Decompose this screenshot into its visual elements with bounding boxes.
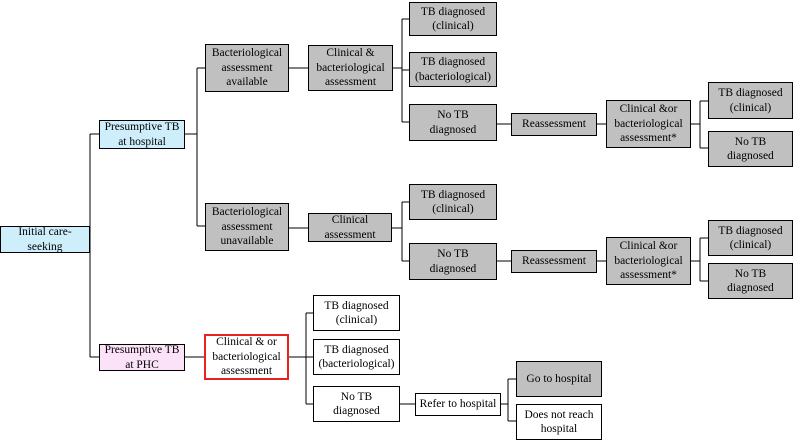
initial-care-seeking-box: Initial care- seeking — [0, 226, 90, 253]
reassessed-tb-diagnosed-clinical-box: TB diagnosed (clinical) — [708, 82, 793, 119]
phc-no-tb-diagnosed-box: No TB diagnosed — [313, 386, 400, 422]
phc-clinical-bacteriological-assessment-box: Clinical & or bacteriological assessment — [204, 334, 289, 380]
hospital-reassessment-box: Reassessment — [511, 113, 597, 136]
bacteriological-unavailable-box: Bacteriological assessment unavailable — [205, 203, 289, 251]
hospital-clinical-or-bacteriological-box: Clinical &or bacteriological assessment* — [606, 100, 691, 148]
presumptive-tb-phc-box: Presumptive TB at PHC — [99, 344, 185, 371]
refer-to-hospital-box: Refer to hospital — [415, 393, 501, 416]
unavailable-no-tb-diagnosed-box: No TB diagnosed — [409, 243, 497, 280]
phc-tb-diagnosed-bacteriological-box: TB diagnosed (bacteriological) — [313, 339, 400, 375]
unavailable-reassessment-box: Reassessment — [511, 250, 597, 273]
unavailable-reassessed-no-tb-box: No TB diagnosed — [708, 263, 793, 299]
hospital-tb-diagnosed-bacteriological-box: TB diagnosed (bacteriological) — [409, 52, 497, 87]
go-to-hospital-box: Go to hospital — [516, 361, 602, 397]
clinical-assessment-box: Clinical assessment — [308, 213, 392, 242]
unavailable-reassessed-tb-clinical-box: TB diagnosed (clinical) — [708, 220, 793, 256]
hospital-tb-diagnosed-clinical-box: TB diagnosed (clinical) — [409, 2, 497, 36]
unavailable-clinical-or-bacteriological-box: Clinical &or bacteriological assessment* — [606, 237, 691, 285]
phc-tb-diagnosed-clinical-box: TB diagnosed (clinical) — [313, 295, 400, 331]
clinical-bacteriological-assessment-box: Clinical & bacteriological assessment — [308, 45, 393, 91]
presumptive-tb-hospital-box: Presumptive TB at hospital — [99, 120, 185, 149]
bacteriological-available-box: Bacteriological assessment available — [205, 44, 289, 92]
hospital-no-tb-diagnosed-box: No TB diagnosed — [409, 104, 497, 141]
unavailable-tb-diagnosed-clinical-box: TB diagnosed (clinical) — [409, 184, 497, 220]
reassessed-no-tb-diagnosed-box: No TB diagnosed — [708, 131, 793, 167]
does-not-reach-hospital-box: Does not reach hospital — [516, 404, 602, 440]
